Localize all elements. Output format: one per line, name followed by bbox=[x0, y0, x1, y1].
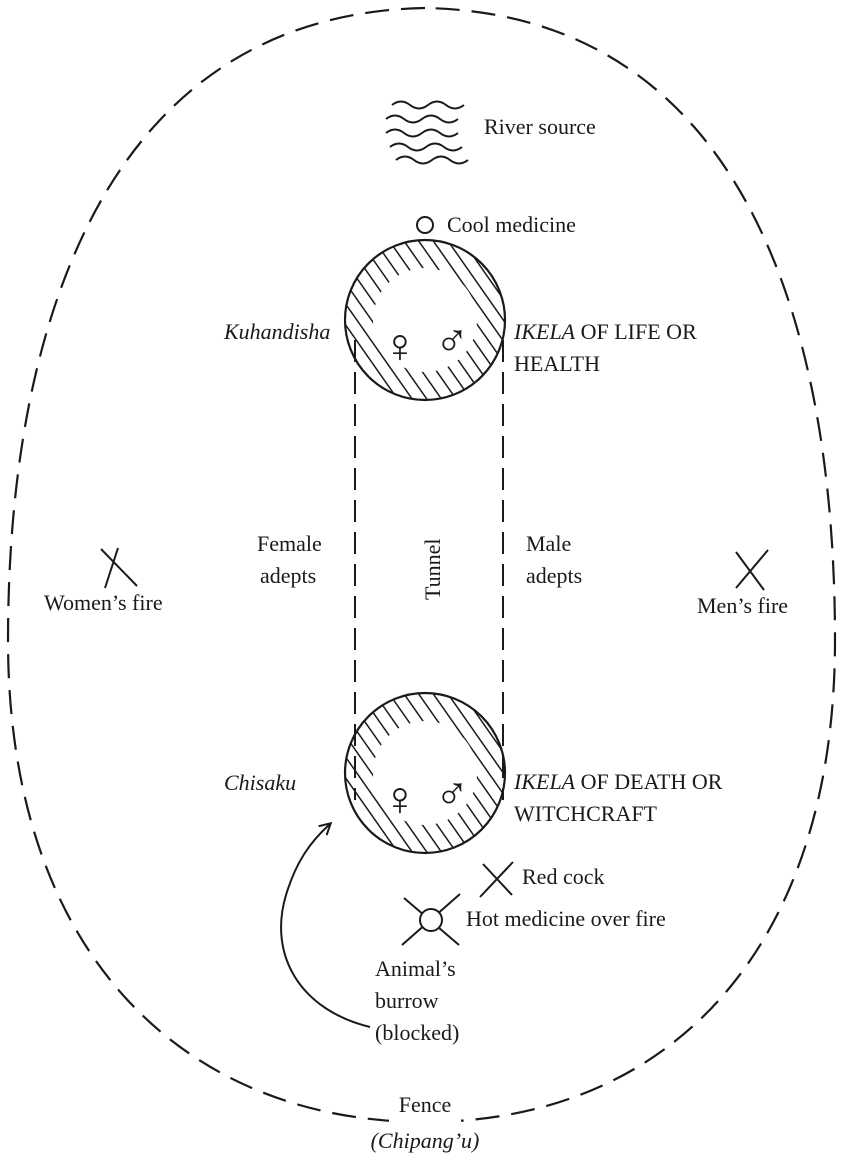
burrow-label-2: burrow bbox=[375, 988, 439, 1013]
red-cock-label: Red cock bbox=[522, 864, 604, 889]
kuhandisha-label: Kuhandisha bbox=[223, 319, 330, 344]
mens-fire-label: Men’s fire bbox=[697, 593, 788, 618]
ikela-death-label-line2: WITCHCRAFT bbox=[514, 801, 658, 826]
fence-label: Fence bbox=[399, 1092, 452, 1117]
chisaku-label: Chisaku bbox=[224, 770, 296, 795]
tunnel-label: Tunnel bbox=[420, 538, 445, 600]
river-source-label: River source bbox=[484, 114, 596, 139]
hot-medicine-label: Hot medicine over fire bbox=[466, 906, 666, 931]
male-adepts-label-2: adepts bbox=[526, 563, 582, 588]
mens-fire-icon bbox=[735, 549, 769, 591]
womens-fire-label: Women’s fire bbox=[44, 590, 163, 615]
river-source-icon bbox=[385, 100, 469, 165]
ikela-of-life-pit: ♀ ♂ bbox=[343, 238, 507, 402]
ikela-death-label-line1: IKELA OF DEATH OR bbox=[513, 769, 723, 794]
ikela-life-label-line1: IKELA OF LIFE OR bbox=[513, 319, 697, 344]
ikela-of-death-pit: ♀ ♂ bbox=[343, 691, 507, 855]
cool-medicine-icon bbox=[416, 216, 434, 234]
burrow-label-3: (blocked) bbox=[375, 1020, 459, 1045]
ikela-life-label-line2: HEALTH bbox=[514, 351, 600, 376]
cool-medicine-label: Cool medicine bbox=[447, 212, 576, 237]
red-cock-icon bbox=[479, 861, 514, 898]
womens-fire-icon bbox=[100, 547, 138, 589]
male-adepts-label-1: Male bbox=[526, 531, 571, 556]
female-symbol-icon: ♀ bbox=[382, 320, 418, 373]
chipangu-label: (Chipang’u) bbox=[371, 1128, 480, 1153]
male-symbol-icon: ♂ bbox=[435, 768, 470, 819]
burrow-arrow bbox=[280, 824, 371, 1028]
hot-medicine-fire-icon bbox=[401, 893, 461, 946]
male-symbol-icon: ♂ bbox=[435, 315, 470, 366]
burrow-label-1: Animal’s bbox=[375, 956, 456, 981]
female-symbol-icon: ♀ bbox=[382, 773, 418, 826]
female-adepts-label-2: adepts bbox=[260, 563, 316, 588]
female-adepts-label-1: Female bbox=[257, 531, 322, 556]
